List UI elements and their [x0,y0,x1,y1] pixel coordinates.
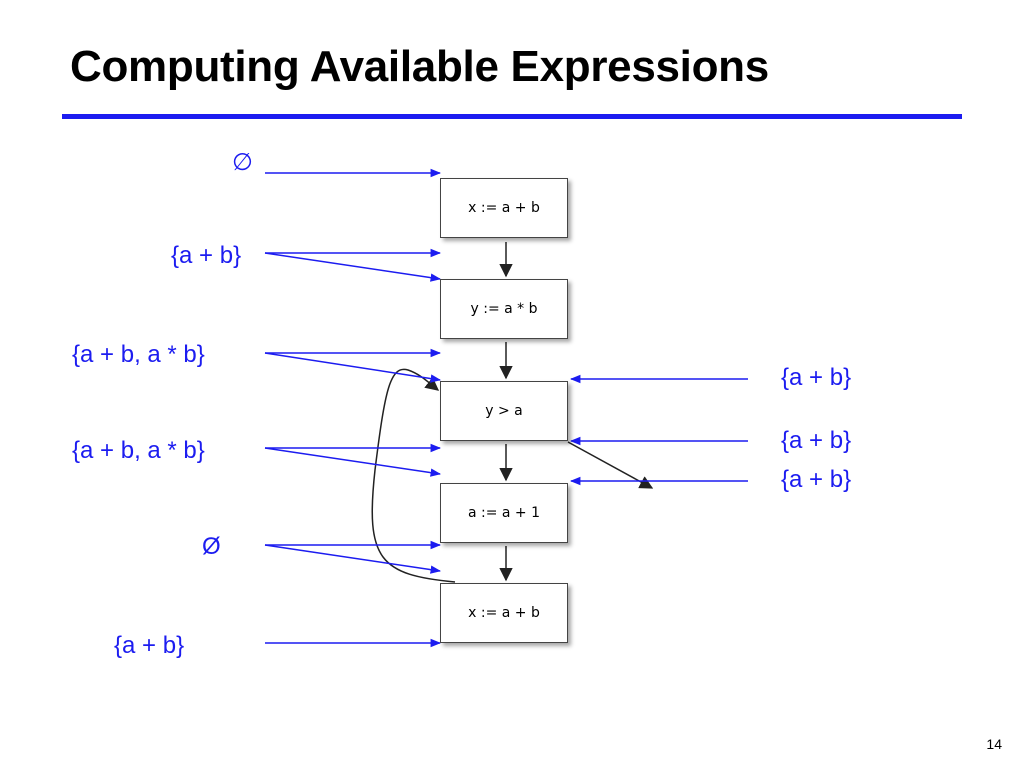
page-number: 14 [986,736,1002,752]
set-arrow [264,352,442,383]
edge-n5-n3-back [371,368,456,583]
set-arrow [264,252,442,282]
title-underline [62,114,962,119]
available-set-label: {a + b, a * b} [72,437,205,464]
available-set-label: {a + b} [781,427,852,454]
cfg-node: x := a + b [440,178,568,238]
set-arrow [264,447,442,477]
available-set-label: Ø [202,533,221,560]
available-set-label: {a + b} [171,242,242,269]
available-set-label: {a + b, a * b} [72,341,205,368]
cfg-node: x := a + b [440,583,568,643]
slide-title: Computing Available Expressions [70,42,769,91]
cfg-node: a := a + 1 [440,483,568,543]
available-set-label: {a + b} [114,632,185,659]
cfg-node: y > a [440,381,568,441]
set-arrow [264,544,442,574]
available-set-label: ∅ [232,149,253,176]
cfg-node: y := a * b [440,279,568,339]
available-set-label: {a + b} [781,364,852,391]
available-set-label: {a + b} [781,466,852,493]
